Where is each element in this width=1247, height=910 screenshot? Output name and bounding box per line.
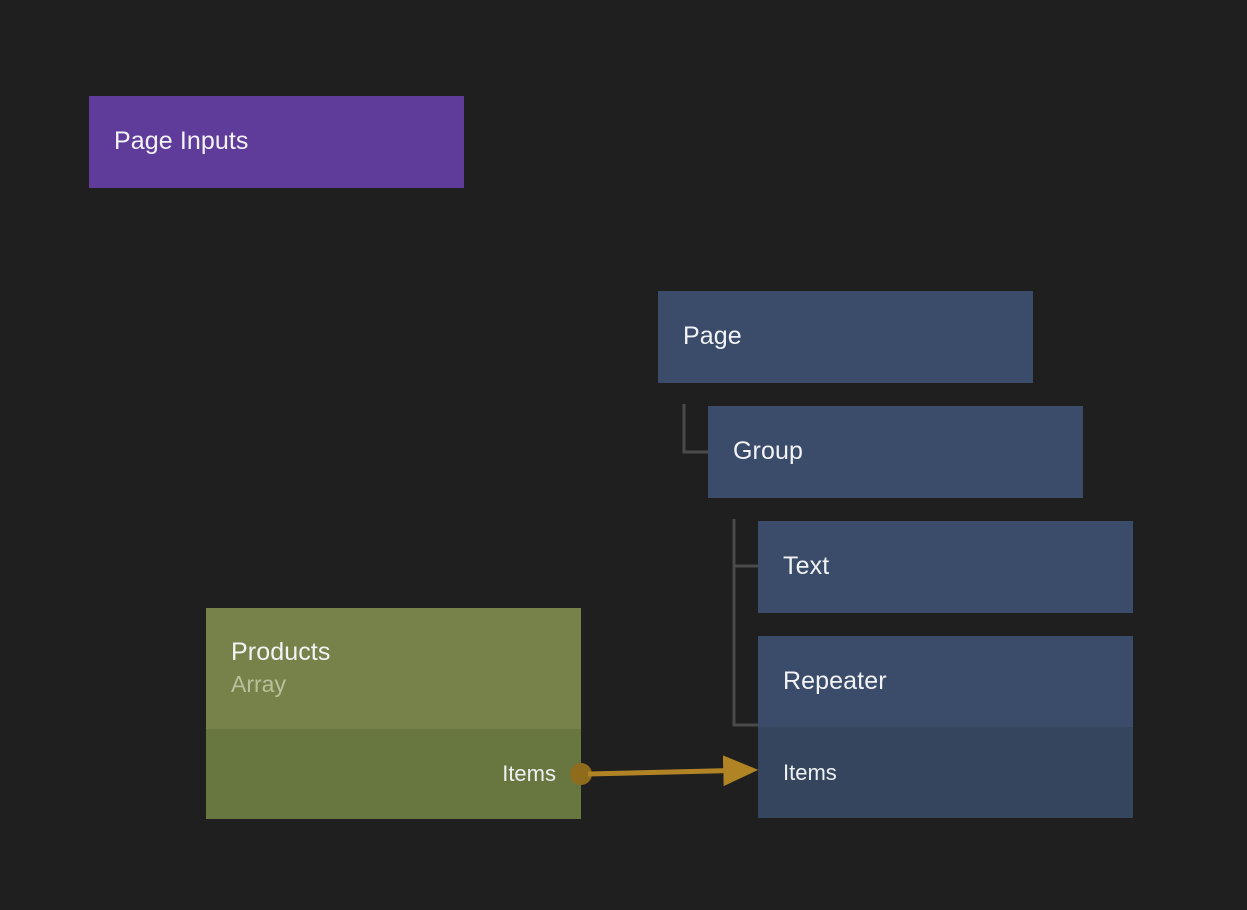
node-title: Text xyxy=(783,552,830,581)
node-header: Page xyxy=(658,291,1033,383)
tree-line-group-repeater xyxy=(732,519,758,727)
node-title: Group xyxy=(733,437,803,466)
node-text[interactable]: Text xyxy=(758,521,1133,613)
output-port-items[interactable]: Items xyxy=(206,729,592,819)
node-title: Page Inputs xyxy=(114,127,249,156)
node-repeater[interactable]: Repeater Items xyxy=(758,636,1133,818)
node-title: Repeater xyxy=(783,666,887,695)
node-header: Products Array xyxy=(206,608,581,729)
node-products[interactable]: Products Array Items xyxy=(206,608,592,819)
node-page-inputs[interactable]: Page Inputs xyxy=(89,96,464,188)
node-page[interactable]: Page xyxy=(658,291,1033,383)
node-header: Group xyxy=(708,406,1083,498)
node-group[interactable]: Group xyxy=(708,406,1083,498)
port-label: Items xyxy=(502,761,556,786)
node-title: Page xyxy=(683,322,742,351)
tree-line-page-group xyxy=(682,404,708,454)
node-title: Products xyxy=(231,638,331,667)
node-header: Text xyxy=(758,521,1133,613)
input-port-items[interactable]: Items xyxy=(758,727,1133,818)
connection-products-items-to-repeater-items[interactable] xyxy=(587,755,759,787)
output-port-dot-icon[interactable] xyxy=(570,763,592,785)
node-subtitle-type: Array xyxy=(231,670,286,697)
node-header: Page Inputs xyxy=(89,96,464,188)
port-label: Items xyxy=(783,759,837,785)
node-header: Repeater xyxy=(758,636,1133,727)
